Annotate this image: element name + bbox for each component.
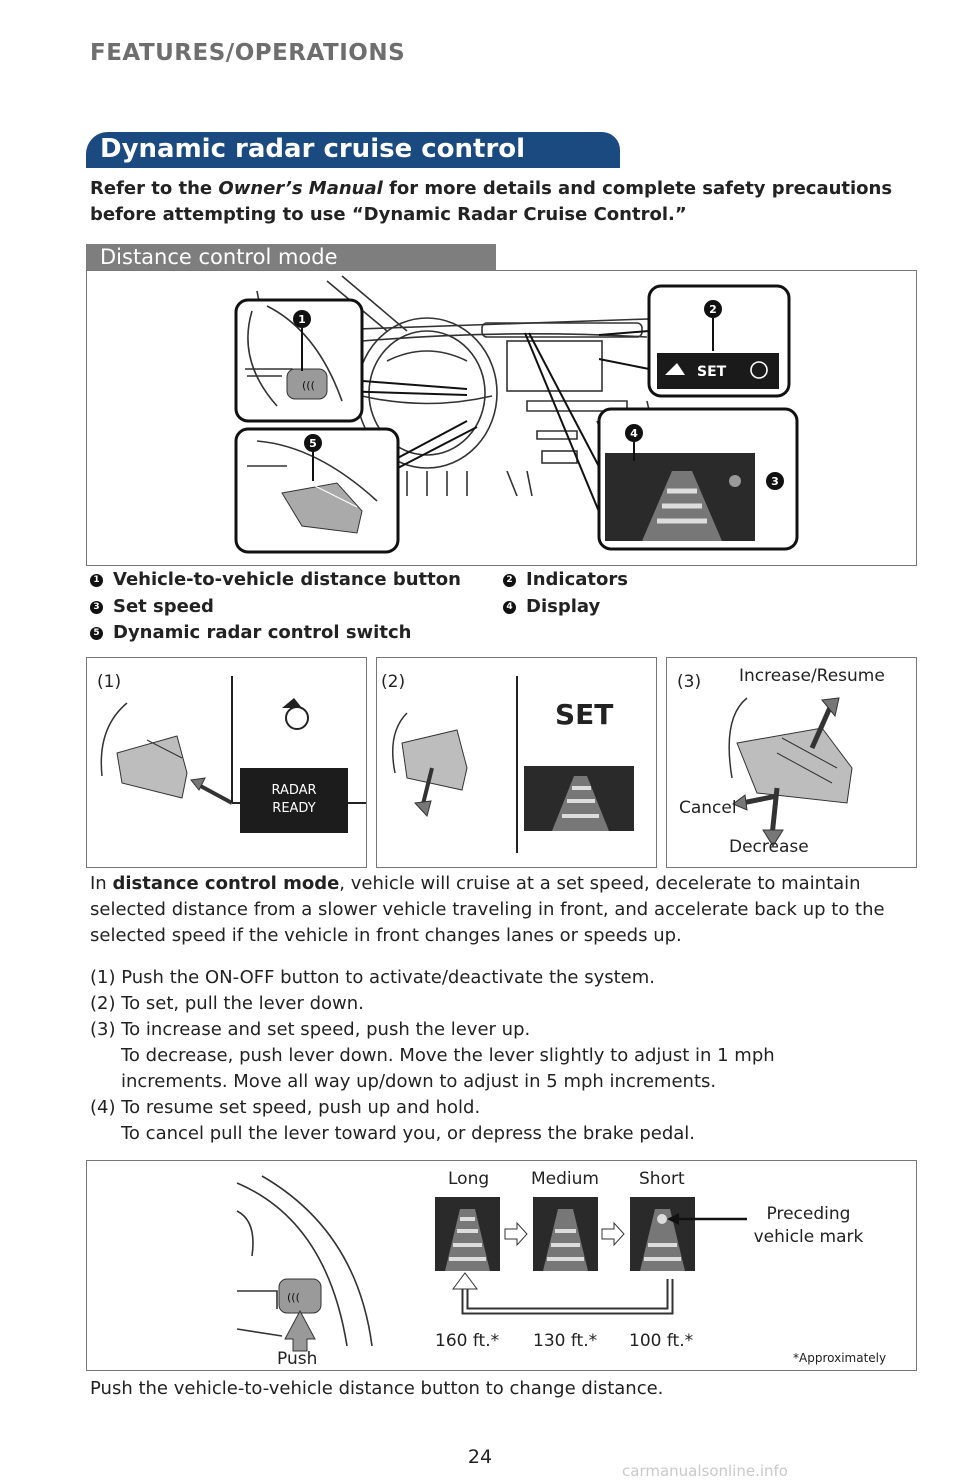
panel-1: (1) RADAR READY: [86, 657, 367, 868]
level-short: Short: [639, 1169, 685, 1189]
description-paragraph: In distance control mode, vehicle will c…: [90, 873, 885, 946]
level-long: Long: [448, 1169, 490, 1189]
panel-3-lever: [728, 697, 853, 847]
step-4: (4) To resume set speed, push up and hol…: [90, 1097, 481, 1118]
step-2: (2) To set, pull the lever down.: [90, 993, 364, 1014]
decrease-label: Decrease: [729, 837, 809, 857]
panel-2-lever: [392, 676, 634, 853]
step-3-cont-2: increments. Move all way up/down to adju…: [121, 1071, 717, 1092]
svg-text:(((: (((: [302, 379, 315, 392]
watermark: carmanualsonline.info: [622, 1462, 788, 1480]
footer-instruction: Push the vehicle-to-vehicle distance but…: [90, 1378, 664, 1399]
svg-text:2: 2: [709, 303, 717, 316]
cockpit-figure: ((( SET 1 2 3 4 5: [86, 270, 917, 566]
svg-text:1: 1: [298, 313, 306, 326]
increase-resume-label: Increase/Resume: [739, 666, 885, 686]
distance-short: 100 ft.*: [629, 1331, 694, 1351]
distance-illustration: (((: [236, 1175, 747, 1352]
svg-text:3: 3: [771, 475, 779, 488]
panel-2-label: (2): [381, 672, 406, 692]
section-banner: [86, 132, 620, 168]
svg-text:4: 4: [630, 427, 638, 440]
cancel-label: Cancel: [679, 798, 737, 818]
distance-figure: ((( Long Medium Short Preceding veh: [86, 1160, 917, 1371]
distance-medium: 130 ft.*: [533, 1331, 598, 1351]
section-title: Dynamic radar cruise control: [100, 134, 526, 164]
preceding-vehicle-label: Preceding vehicle mark: [753, 1204, 864, 1247]
svg-text:5: 5: [309, 437, 317, 450]
steps-list: (1) Push the ON-OFF button to activate/d…: [90, 965, 930, 1147]
panel-1-label: (1): [97, 672, 122, 692]
subsection-bar: [86, 244, 496, 270]
radar-ready-display: RADAR READY: [240, 768, 348, 833]
svg-text:(((: (((: [287, 1291, 300, 1304]
step-3-cont-1: To decrease, push lever down. Move the l…: [121, 1045, 775, 1066]
intro-paragraph: Refer to the Owner’s Manual for more det…: [90, 178, 893, 225]
subsection-title: Distance control mode: [100, 245, 338, 269]
distance-long: 160 ft.*: [435, 1331, 500, 1351]
page-number: 24: [467, 1446, 493, 1468]
step-3: (3) To increase and set speed, push the …: [90, 1019, 531, 1040]
step-1: (1) Push the ON-OFF button to activate/d…: [90, 967, 656, 988]
set-text: SET: [555, 698, 614, 731]
push-label: Push: [277, 1349, 318, 1369]
cockpit-illustration: ((( SET 1 2 3 4 5: [234, 275, 799, 554]
page-header: FEATURES/OPERATIONS: [90, 40, 406, 66]
level-medium: Medium: [531, 1169, 599, 1189]
set-indicator-text: SET: [697, 364, 727, 380]
panel-3: (3) Increase/Resume Cancel Decrease: [666, 657, 917, 868]
panel-1-lever: [100, 676, 366, 805]
approx-note: *Approximately: [793, 1351, 887, 1365]
panel-3-label: (3): [677, 672, 702, 692]
panel-2: (2) SET: [376, 657, 657, 868]
step-4-cont: To cancel pull the lever toward you, or …: [121, 1123, 696, 1144]
manual-reference: Owner’s Manual: [218, 178, 383, 199]
